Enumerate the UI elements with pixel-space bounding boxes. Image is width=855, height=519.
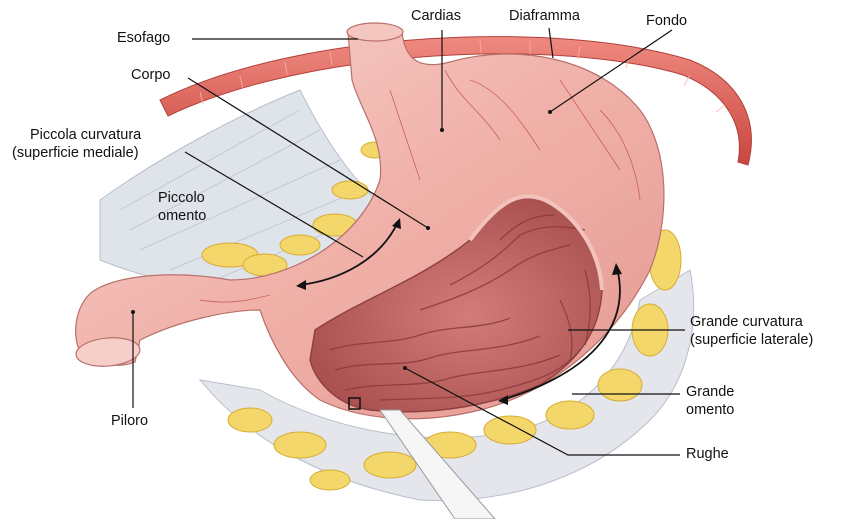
label-corpo: Corpo bbox=[131, 67, 171, 84]
label-fondo: Fondo bbox=[646, 13, 687, 30]
label-diaframma: Diaframma bbox=[509, 8, 580, 25]
label-grande-omento-line1: Grande bbox=[686, 384, 734, 401]
label-piloro: Piloro bbox=[111, 413, 148, 430]
label-grande-omento-line2: omento bbox=[686, 402, 734, 419]
esophagus-opening bbox=[347, 23, 403, 41]
label-esofago: Esofago bbox=[117, 30, 170, 47]
label-cardias: Cardias bbox=[411, 8, 461, 25]
label-piccola-curvatura-line2: (superficie mediale) bbox=[12, 145, 139, 162]
label-rughe: Rughe bbox=[686, 446, 729, 463]
label-grande-curvatura-line2: (superficie laterale) bbox=[690, 332, 813, 349]
label-grande-curvatura-line1: Grande curvatura bbox=[690, 314, 803, 331]
label-piccola-curvatura-line1: Piccola curvatura bbox=[30, 127, 141, 144]
label-piccolo-omento-line2: omento bbox=[158, 208, 206, 225]
label-piccolo-omento-line1: Piccolo bbox=[158, 190, 205, 207]
